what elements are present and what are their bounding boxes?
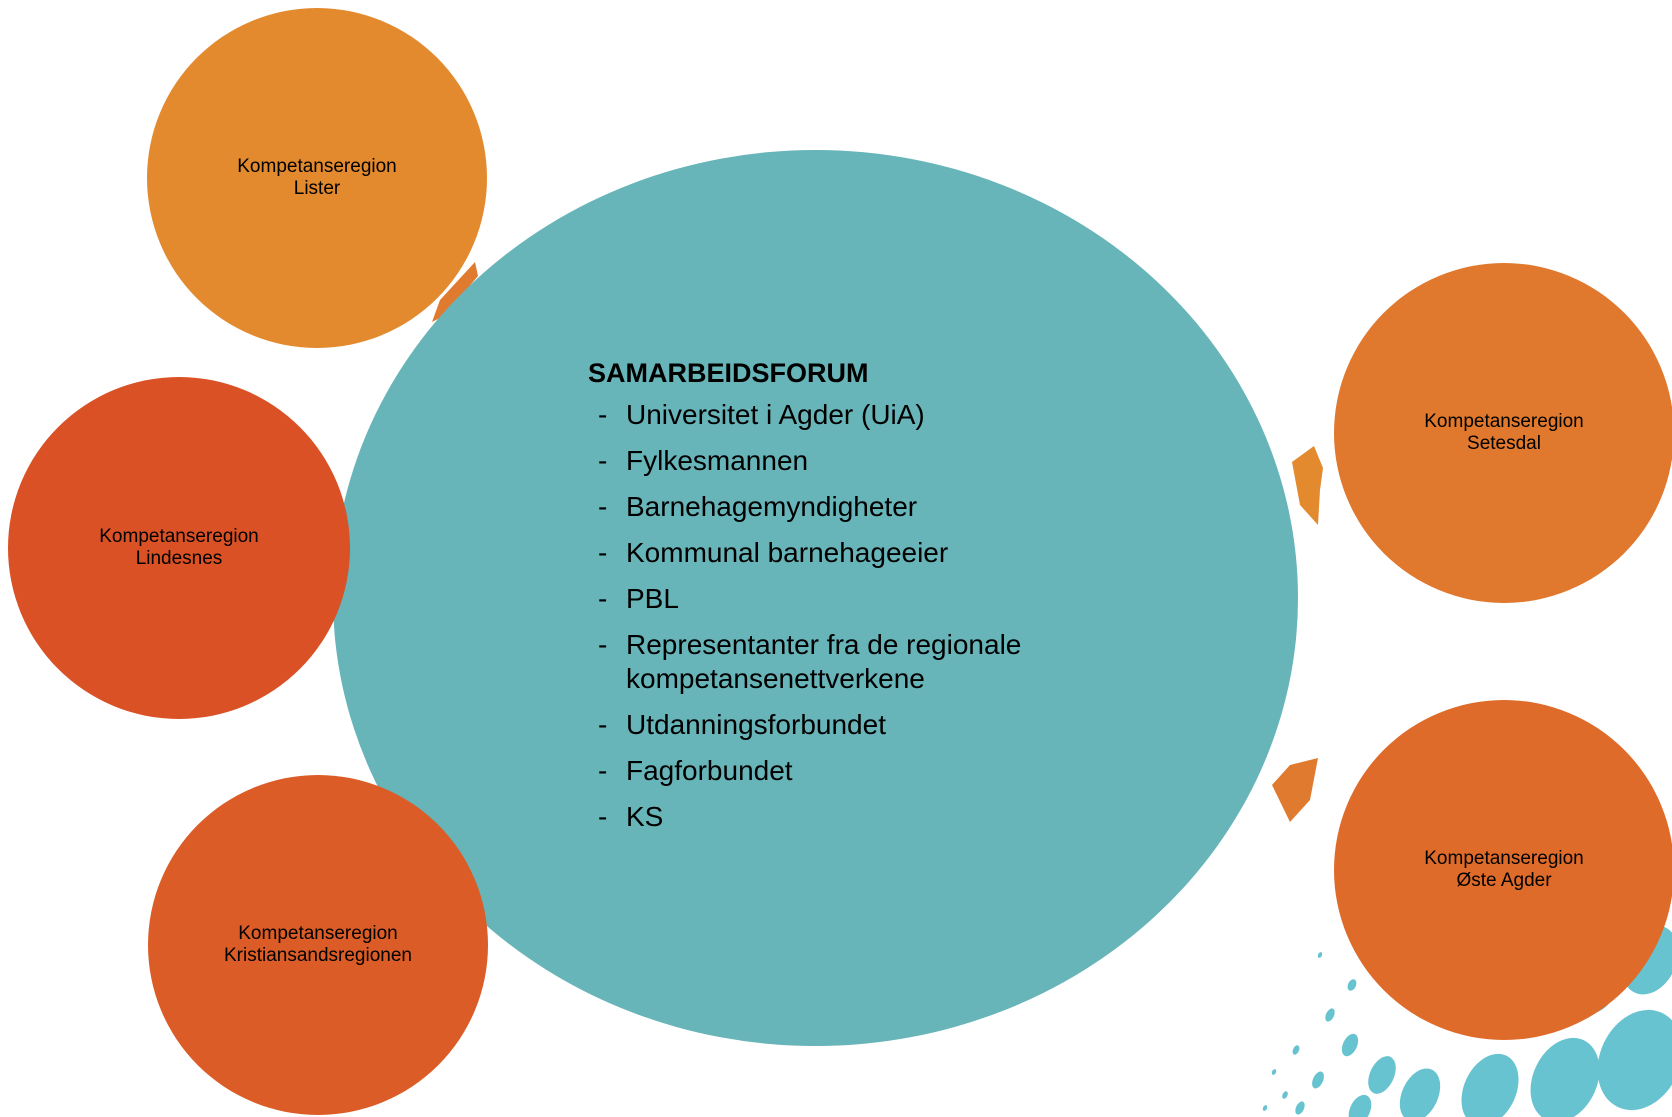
arrow-setesdal xyxy=(1292,446,1323,525)
list-item: -Barnehagemyndigheter xyxy=(598,491,918,522)
bullet-dash: - xyxy=(598,399,608,430)
region-label-line2: Setesdal xyxy=(1467,433,1541,454)
region-label-line2: Kristiansandsregionen xyxy=(223,945,412,966)
list-item: -Utdanningsforbundet xyxy=(598,709,886,740)
bullet-dash: - xyxy=(598,629,608,660)
list-item: -PBL xyxy=(598,583,679,614)
region-circle-kristiansand: Kompetanseregion Kristiansandsregionen xyxy=(148,775,488,1115)
arrow-oste-agder xyxy=(1272,758,1318,822)
arrow-lister xyxy=(432,262,478,322)
region-label-line2: Lindesnes xyxy=(135,548,223,569)
forum-title: SAMARBEIDSFORUM xyxy=(588,358,869,388)
region-circle-oste-agder: Kompetanseregion Øste Agder xyxy=(1334,700,1672,1040)
region-circle-lindesnes: Kompetanseregion Lindesnes xyxy=(8,377,350,719)
list-item: -KS xyxy=(598,801,664,832)
region-label-line1: Kompetanseregion xyxy=(99,526,259,547)
region-label-line2: Øste Agder xyxy=(1456,870,1552,891)
samarbeidsforum-block: SAMARBEIDSFORUM -Universitet i Agder (Ui… xyxy=(588,356,1148,846)
center-circle xyxy=(333,150,1298,1046)
list-item: -Universitet i Agder (UiA) xyxy=(598,399,925,430)
list-item: -Fagforbundet xyxy=(598,755,793,786)
region-label-line1: Kompetanseregion xyxy=(238,923,398,944)
region-label-line1: Kompetanseregion xyxy=(1424,411,1584,432)
region-circle-lister: Kompetanseregion Lister xyxy=(147,8,487,348)
member-list: -Universitet i Agder (UiA) -Fylkesmannen… xyxy=(588,398,1148,834)
bullet-dash: - xyxy=(598,583,608,614)
bullet-dash: - xyxy=(598,491,608,522)
region-circle-setesdal: Kompetanseregion Setesdal xyxy=(1334,263,1672,603)
list-item: -Fylkesmannen xyxy=(598,445,809,476)
bullet-dash: - xyxy=(598,537,608,568)
region-label-line1: Kompetanseregion xyxy=(1424,848,1584,869)
region-label-line1: Kompetanseregion xyxy=(237,156,397,177)
list-item: -Kommunal barnehageeier xyxy=(598,537,949,568)
region-label-line2: Lister xyxy=(293,178,341,199)
bullet-dash: - xyxy=(598,801,608,832)
bullet-dash: - xyxy=(598,709,608,740)
list-item: -Representanter fra de regionale kompeta… xyxy=(598,629,1022,694)
bullet-dash: - xyxy=(598,445,608,476)
bullet-dash: - xyxy=(598,755,608,786)
